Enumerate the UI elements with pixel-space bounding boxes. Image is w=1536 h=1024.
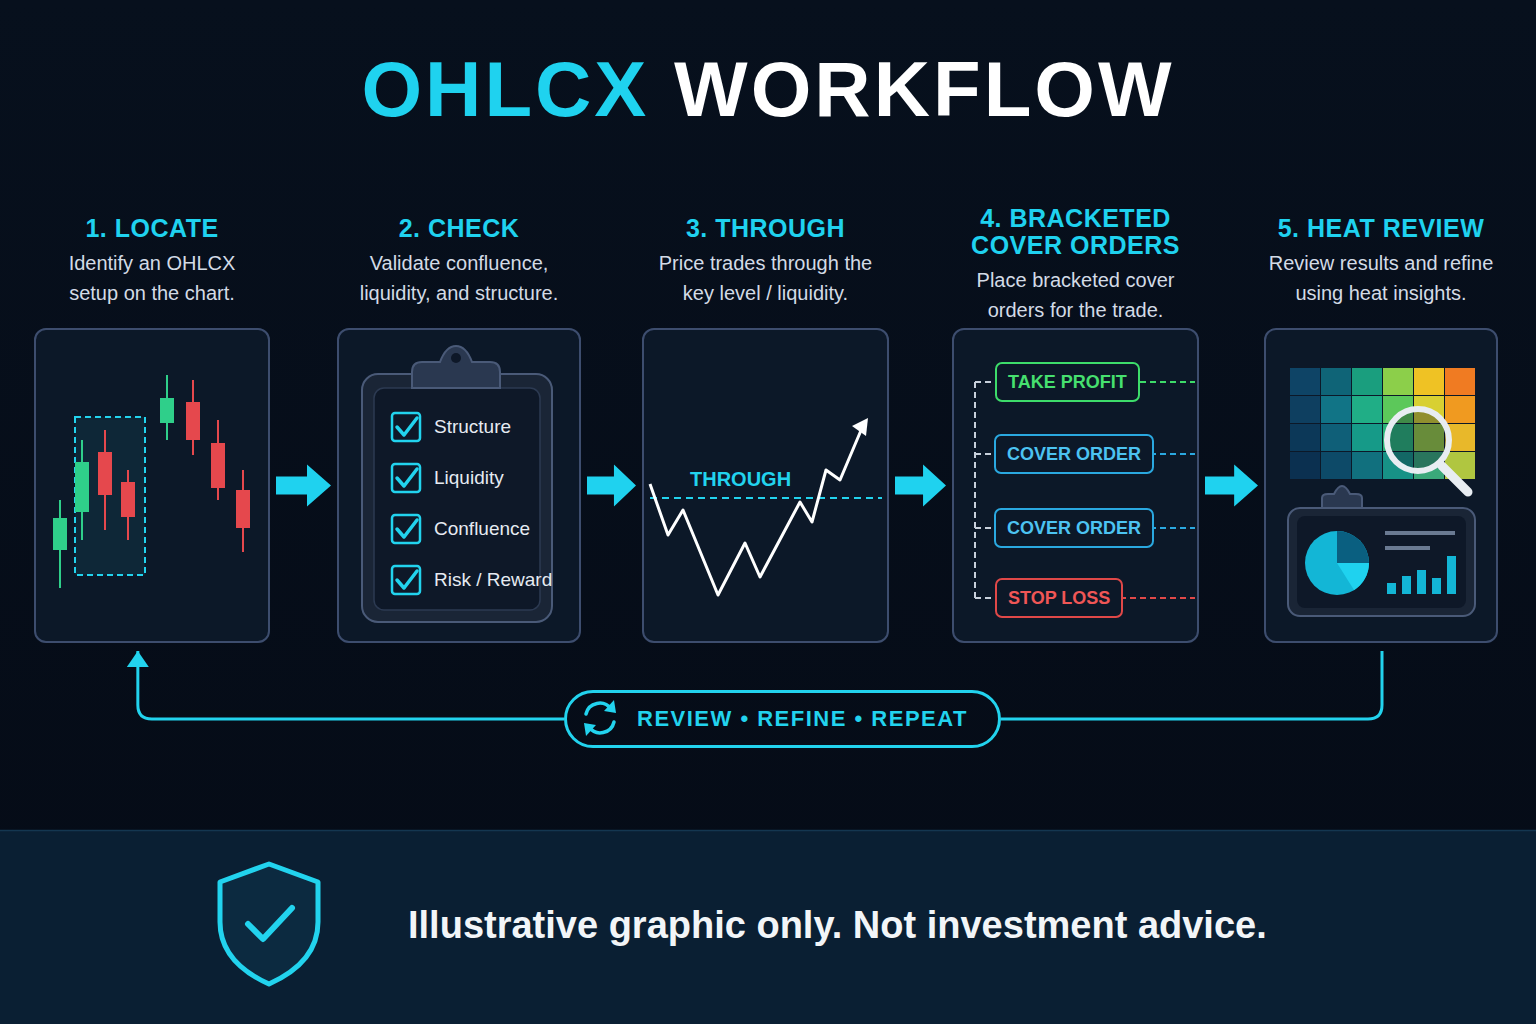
step-heading: 2. CHECK [348, 215, 570, 242]
flow-arrow [276, 465, 331, 507]
card-header: 4. BRACKETED COVER ORDERS Place bracketed… [956, 205, 1196, 325]
checklist-item: Structure [434, 416, 511, 438]
heat-cell [1352, 396, 1382, 423]
flow-arrow [587, 465, 636, 507]
footer-rule [0, 830, 1536, 832]
step-description: Price trades through the key level / liq… [645, 248, 887, 308]
step-description: Identify an OHLCX setup on the chart. [52, 248, 252, 308]
candlestick-chart [53, 375, 250, 588]
heat-cell [1383, 368, 1413, 395]
loop-label: REVIEW • REFINE • REPEAT [637, 706, 968, 731]
heat-cell [1321, 368, 1351, 395]
heat-cell [1352, 452, 1382, 479]
step-heading: 3. THROUGH [645, 215, 887, 242]
step-card: 2. CHECK Validate confluence, liquidity, … [337, 200, 581, 643]
footer-ground [0, 830, 1536, 1024]
step-description: Place bracketed cover orders for the tra… [956, 265, 1196, 325]
heat-cell [1352, 424, 1382, 451]
card-header: 5. HEAT REVIEW Review results and refine … [1255, 215, 1507, 308]
order-label: COVER ORDER [1007, 518, 1141, 538]
report-board [1288, 486, 1475, 616]
title-wrap: OHLCX WORKFLOW [0, 44, 1536, 134]
magnifier [1387, 409, 1468, 492]
step-description: Review results and refine using heat ins… [1255, 248, 1507, 308]
order-box: TAKE PROFIT [995, 362, 1140, 402]
flow-arrow [1205, 465, 1258, 507]
connector [127, 651, 564, 719]
order-box: COVER ORDER [994, 508, 1154, 548]
panel-fills [34, 328, 1498, 643]
heat-cell [1290, 368, 1320, 395]
order-label: COVER ORDER [1007, 444, 1141, 464]
order-box: STOP LOSS [995, 578, 1123, 618]
card-panel [34, 328, 270, 643]
step-heading: 1. LOCATE [52, 215, 252, 242]
connector [1001, 651, 1382, 719]
step-card: 1. LOCATE Identify an OHLCX setup on the … [34, 200, 270, 643]
price-chart [650, 418, 882, 595]
step-heading: 4. BRACKETED COVER ORDERS [956, 205, 1196, 259]
checklist-item: Confluence [434, 518, 530, 540]
card-panel [1264, 328, 1498, 643]
flow-arrow [895, 465, 946, 507]
card-header: 1. LOCATE Identify an OHLCX setup on the … [52, 215, 252, 308]
step-card: 3. THROUGH Price trades through the key l… [642, 200, 889, 643]
arrow-head [127, 651, 149, 667]
clipboard [362, 346, 552, 622]
step-card: 5. HEAT REVIEWReview results and refine … [1264, 200, 1498, 643]
card-header: 3. THROUGH Price trades through the key l… [645, 215, 887, 308]
order-label: TAKE PROFIT [1008, 372, 1127, 392]
heat-cell [1290, 396, 1320, 423]
connector [895, 465, 946, 507]
heat-cell [1414, 368, 1444, 395]
heat-cell [1445, 396, 1475, 423]
disclaimer-text: Illustrative graphic only. Not investmen… [408, 902, 1536, 948]
refresh-icon [584, 700, 616, 736]
title: OHLCX WORKFLOW [361, 45, 1174, 133]
step-heading: 5. HEAT REVIEW [1255, 215, 1507, 242]
heat-map [1290, 368, 1475, 479]
order-label: STOP LOSS [1008, 588, 1110, 608]
heat-cell [1321, 424, 1351, 451]
checklist-item: Risk / Reward [434, 569, 552, 591]
connector [587, 465, 636, 507]
step-card: 4. BRACKETED COVER ORDERS Place bracketed… [952, 200, 1199, 643]
checklist-item: Liquidity [434, 467, 504, 489]
connector [276, 465, 331, 507]
heat-cell [1352, 368, 1382, 395]
loop-line [1001, 651, 1382, 719]
level-label: THROUGH [690, 468, 791, 491]
heat-cell [1321, 396, 1351, 423]
bracket-lines [975, 382, 1195, 598]
card-header: 2. CHECK Validate confluence, liquidity, … [348, 215, 570, 308]
heat-cell [1290, 424, 1320, 451]
loop-pill: REVIEW • REFINE • REPEAT [564, 690, 1001, 748]
disclaimer-band: Illustrative graphic only. Not investmen… [0, 830, 1536, 1024]
step-description: Validate confluence, liquidity, and stru… [348, 248, 570, 308]
heat-cell [1290, 452, 1320, 479]
loop-line [138, 651, 564, 719]
shield-icon [220, 864, 318, 984]
order-box: COVER ORDER [994, 434, 1154, 474]
heat-cell [1445, 368, 1475, 395]
connector [1205, 465, 1258, 507]
heat-cell [1321, 452, 1351, 479]
